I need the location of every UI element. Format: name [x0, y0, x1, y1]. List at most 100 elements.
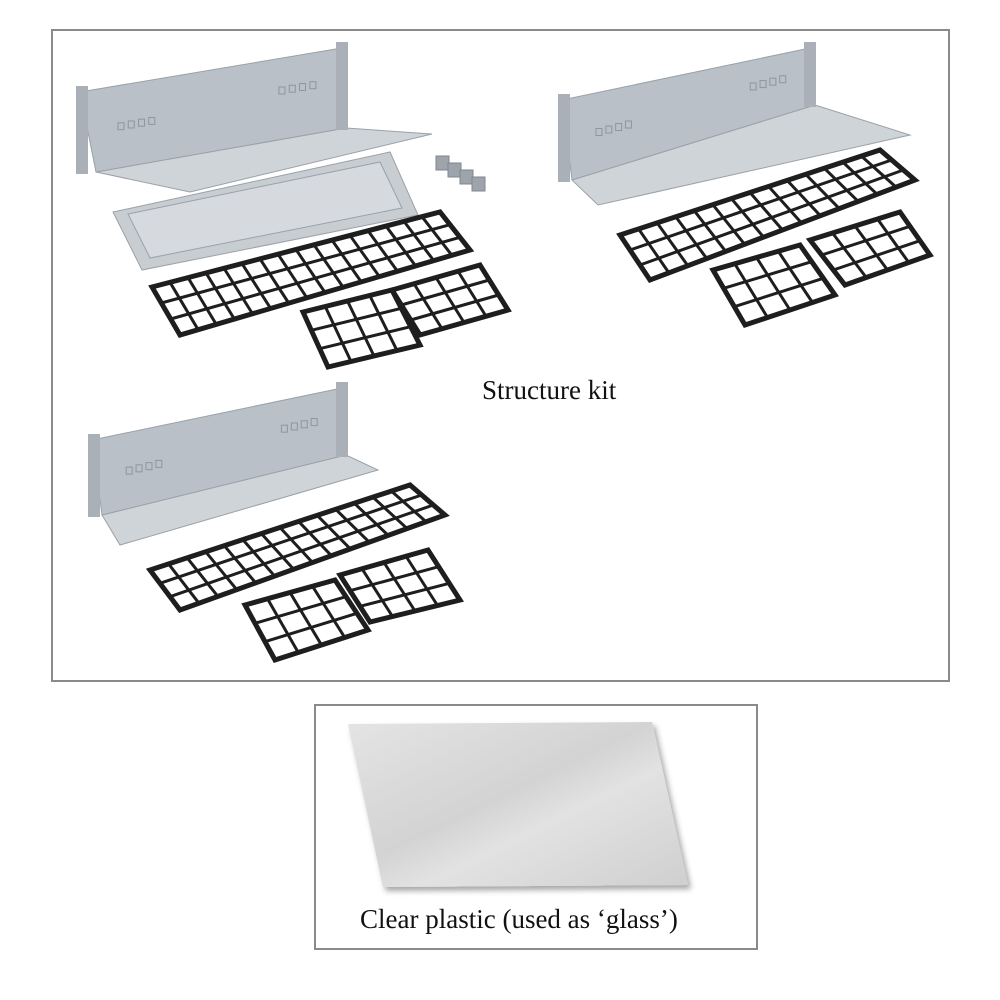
connector-block [435, 155, 450, 171]
frame-mullion [260, 532, 295, 571]
frame-transom [723, 260, 813, 290]
window-notch [309, 81, 317, 90]
frame-transom [639, 168, 904, 267]
structure-kit-caption: Structure kit [482, 375, 617, 405]
window-notch [145, 462, 153, 471]
frame-mullion [316, 514, 352, 550]
frame-mullion [360, 567, 394, 618]
frame-mullion [823, 167, 860, 203]
frame-mullion [222, 267, 254, 315]
frame-transom [733, 276, 824, 309]
frame-mullion [278, 526, 314, 564]
frame-mullion [266, 598, 300, 654]
kit1-base-tray-inner [127, 161, 403, 259]
frame-mullion [674, 215, 708, 260]
frame-mullion [853, 225, 889, 271]
frame-mullion [368, 294, 399, 352]
window-notch [779, 75, 787, 84]
window-notch [138, 118, 146, 127]
frame-mullion [693, 209, 727, 253]
window-notch [155, 459, 163, 468]
frame-mullion [655, 221, 690, 267]
connector-block [471, 176, 486, 192]
window-notch [605, 125, 613, 134]
frame-mullion [434, 276, 466, 324]
structure-kit-panel [51, 29, 950, 682]
frame-mullion [711, 203, 746, 246]
frame-mullion [876, 218, 910, 264]
window-notch [759, 80, 767, 89]
frame-mullion [730, 197, 765, 239]
kit3-left-post [88, 434, 100, 517]
frame-transom [821, 224, 911, 257]
window-notch [135, 464, 143, 473]
frame-mullion [330, 239, 363, 283]
frame-mullion [346, 300, 376, 357]
frame-mullion [382, 561, 417, 612]
frame-mullion [241, 538, 276, 578]
kit3-right-post [336, 382, 348, 457]
frame-mullion [223, 544, 257, 584]
window-notch [310, 418, 318, 427]
frame-transom [319, 325, 412, 351]
frame-mullion [804, 173, 841, 210]
frame-transom [359, 581, 450, 608]
frame-mullion [276, 253, 309, 299]
frame-mullion [412, 282, 444, 330]
frame-mullion [748, 191, 784, 231]
frame-mullion [841, 161, 879, 196]
frame-mullion [204, 272, 236, 320]
frame-mullion [371, 496, 409, 530]
connector-block [447, 162, 462, 178]
window-notch [125, 466, 133, 475]
frame-transom [349, 565, 440, 593]
frame-transom [160, 223, 451, 305]
frame-transom [254, 595, 347, 625]
window-notch [615, 123, 623, 132]
frame-mullion [390, 489, 428, 523]
frame-mullion [767, 185, 803, 224]
window-notch [595, 128, 603, 137]
frame-mullion [186, 276, 218, 326]
frame-mullion [860, 154, 898, 189]
window-notch [749, 82, 757, 91]
window-notch [769, 77, 777, 86]
window-notch [280, 424, 288, 433]
connector-block [459, 169, 474, 185]
frame-mullion [185, 556, 220, 598]
frame-mullion [334, 508, 371, 544]
frame-mullion [420, 215, 454, 257]
frame-mullion [323, 305, 353, 363]
frame-mullion [312, 243, 345, 289]
frame-mullion [456, 270, 488, 318]
frame-transom [159, 493, 423, 585]
frame-mullion [258, 258, 291, 304]
frame-mullion [366, 229, 399, 273]
frame-mullion [240, 262, 272, 310]
frame-mullion [777, 250, 814, 304]
frame-mullion [755, 256, 792, 311]
frame-mullion [831, 232, 868, 279]
frame-mullion [168, 281, 200, 331]
frame-mullion [786, 179, 822, 217]
window-notch [624, 120, 632, 129]
frame-mullion [348, 234, 381, 278]
frame-mullion [311, 585, 347, 639]
window-notch [288, 84, 296, 93]
clear-plastic-sheet [348, 722, 688, 887]
window-notch [127, 120, 135, 129]
frame-transom [410, 293, 500, 322]
frame-mullion [404, 555, 439, 607]
frame-transom [832, 239, 921, 272]
clear-plastic-caption: Clear plastic (used as ‘glass’) [360, 904, 678, 934]
frame-mullion [297, 520, 333, 557]
window-notch [290, 422, 298, 431]
frame-mullion [384, 225, 417, 267]
window-notch [117, 122, 125, 131]
frame-transom [170, 235, 461, 321]
kit1-right-post [336, 42, 348, 130]
frame-transom [400, 278, 490, 307]
frame-mullion [288, 591, 323, 646]
frame-mullion [204, 550, 238, 591]
